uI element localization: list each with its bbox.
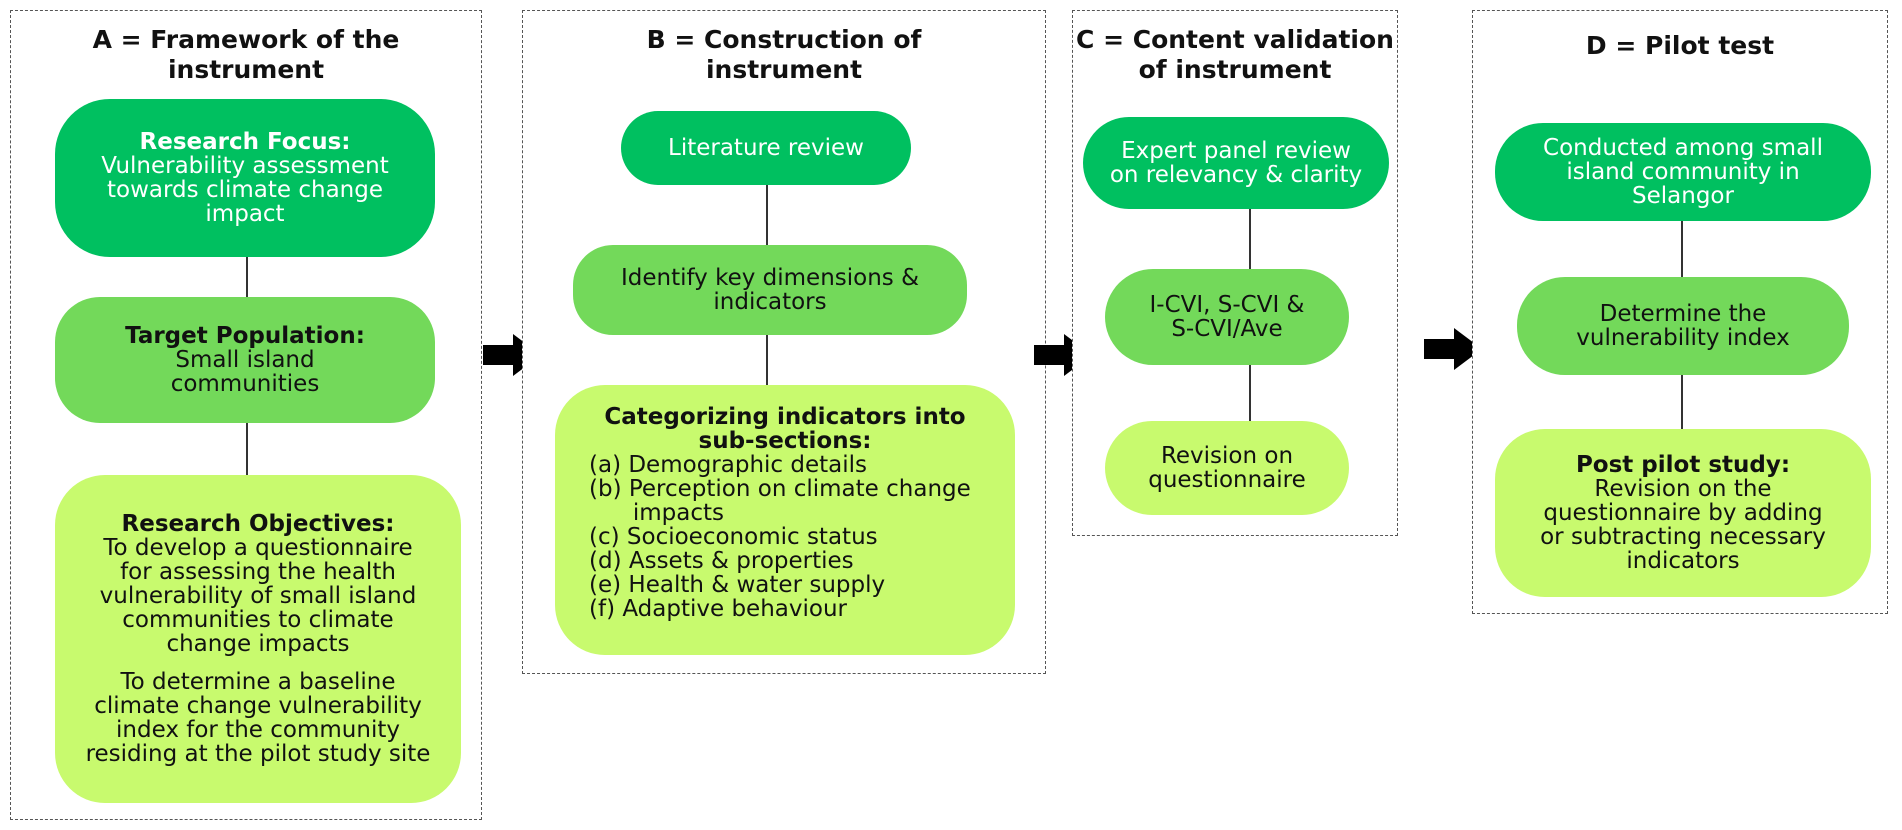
- objective-1-line: for assessing the health: [120, 559, 396, 585]
- objective-1-line: To develop a questionnaire: [103, 535, 413, 561]
- objective-2-line: index for the community: [116, 717, 400, 743]
- cvi-line: I-CVI, S-CVI &: [1149, 292, 1305, 318]
- subsection-item: (e) Health & water supply: [589, 572, 886, 598]
- panel-d-title: D = Pilot test: [1473, 31, 1887, 61]
- objective-2-line: To determine a baseline: [120, 669, 396, 695]
- identify-dimensions-node: Identify key dimensions & indicators: [573, 245, 967, 335]
- determine-index-node: Determine the vulnerability index: [1517, 277, 1849, 375]
- subsection-list: (a) Demographic details (b) Perception o…: [569, 453, 971, 621]
- subsection-item: (d) Assets & properties: [589, 548, 854, 574]
- revision-node: Revision on questionnaire: [1105, 421, 1349, 515]
- expert-panel-node: Expert panel review on relevancy & clari…: [1083, 117, 1389, 209]
- arrow-c-to-d: [1424, 328, 1482, 370]
- determine-line: vulnerability index: [1576, 325, 1790, 351]
- objective-2-line: climate change vulnerability: [94, 693, 422, 719]
- expert-panel-line: Expert panel review: [1121, 138, 1351, 164]
- panel-c-title-line2: of instrument: [1138, 55, 1332, 84]
- subsection-item: impacts: [589, 500, 725, 526]
- literature-review-node: Literature review: [621, 111, 911, 185]
- categorizing-heading-line: Categorizing indicators into: [604, 404, 966, 430]
- research-focus-line: impact: [205, 201, 285, 227]
- subsection-item: (a) Demographic details: [589, 452, 867, 478]
- panel-a-title: A = Framework of the instrument: [11, 25, 481, 85]
- identify-dimensions-line: Identify key dimensions &: [620, 265, 920, 291]
- literature-review-label: Literature review: [668, 135, 864, 161]
- connector-c2: [1249, 365, 1251, 421]
- research-objectives-node: Research Objectives: To develop a questi…: [55, 475, 461, 803]
- panel-b-construction: B = Construction of instrument Literatur…: [522, 10, 1046, 674]
- target-population-line: communities: [170, 371, 320, 397]
- research-objectives-heading: Research Objectives:: [121, 511, 395, 537]
- panel-a-framework: A = Framework of the instrument Research…: [10, 10, 482, 820]
- connector-d2: [1681, 375, 1683, 429]
- subsection-item: (c) Socioeconomic status: [589, 524, 878, 550]
- post-pilot-line: or subtracting necessary: [1540, 524, 1826, 550]
- research-focus-line: Vulnerability assessment: [101, 153, 389, 179]
- objective-1-line: change impacts: [166, 631, 350, 657]
- panel-d-pilot-test: D = Pilot test Conducted among small isl…: [1472, 10, 1888, 614]
- identify-dimensions-line: indicators: [713, 289, 827, 315]
- research-focus-heading: Research Focus:: [139, 129, 351, 155]
- subsection-item: (b) Perception on climate change: [589, 476, 971, 502]
- conducted-among-node: Conducted among small island community i…: [1495, 123, 1871, 221]
- post-pilot-line: questionnaire by adding: [1543, 500, 1823, 526]
- connector-d1: [1681, 221, 1683, 277]
- conducted-line: Conducted among small: [1543, 135, 1823, 161]
- cvi-node: I-CVI, S-CVI & S-CVI/Ave: [1105, 269, 1349, 365]
- connector-a1: [246, 257, 248, 297]
- objective-2-line: residing at the pilot study site: [85, 741, 431, 767]
- subsection-item: (f) Adaptive behaviour: [589, 596, 847, 622]
- categorizing-heading-line: sub-sections:: [698, 428, 872, 454]
- expert-panel-line: on relevancy & clarity: [1109, 162, 1363, 188]
- objective-1-line: vulnerability of small island: [99, 583, 417, 609]
- connector-b1: [766, 185, 768, 245]
- panel-d-title-line1: D = Pilot test: [1585, 31, 1775, 60]
- revision-line: questionnaire: [1148, 467, 1306, 493]
- panel-a-title-line1: A = Framework of the: [92, 25, 400, 54]
- panel-c-title-line1: C = Content validation: [1076, 25, 1394, 54]
- revision-line: Revision on: [1160, 443, 1294, 469]
- categorizing-indicators-node: Categorizing indicators into sub-section…: [555, 385, 1015, 655]
- post-pilot-node: Post pilot study: Revision on the questi…: [1495, 429, 1871, 597]
- post-pilot-line: indicators: [1626, 548, 1740, 574]
- objective-1-line: communities to climate: [122, 607, 394, 633]
- panel-b-title-line2: instrument: [705, 55, 863, 84]
- connector-b2: [766, 335, 768, 385]
- panel-b-title: B = Construction of instrument: [523, 25, 1045, 85]
- target-population-node: Target Population: Small island communit…: [55, 297, 435, 423]
- target-population-line: Small island: [175, 347, 315, 373]
- post-pilot-line: Revision on the: [1594, 476, 1772, 502]
- panel-a-title-line2: instrument: [167, 55, 325, 84]
- connector-c1: [1249, 209, 1251, 269]
- post-pilot-heading: Post pilot study:: [1575, 452, 1791, 478]
- panel-c-title: C = Content validation of instrument: [1073, 25, 1397, 85]
- research-focus-node: Research Focus: Vulnerability assessment…: [55, 99, 435, 257]
- conducted-line: Selangor: [1632, 183, 1734, 209]
- cvi-line: S-CVI/Ave: [1171, 316, 1283, 342]
- research-focus-line: towards climate change: [107, 177, 383, 203]
- panel-c-content-validation: C = Content validation of instrument Exp…: [1072, 10, 1398, 536]
- connector-a2: [246, 423, 248, 475]
- conducted-line: island community in: [1566, 159, 1800, 185]
- determine-line: Determine the: [1599, 301, 1767, 327]
- target-population-heading: Target Population:: [125, 323, 365, 349]
- panel-b-title-line1: B = Construction of: [646, 25, 922, 54]
